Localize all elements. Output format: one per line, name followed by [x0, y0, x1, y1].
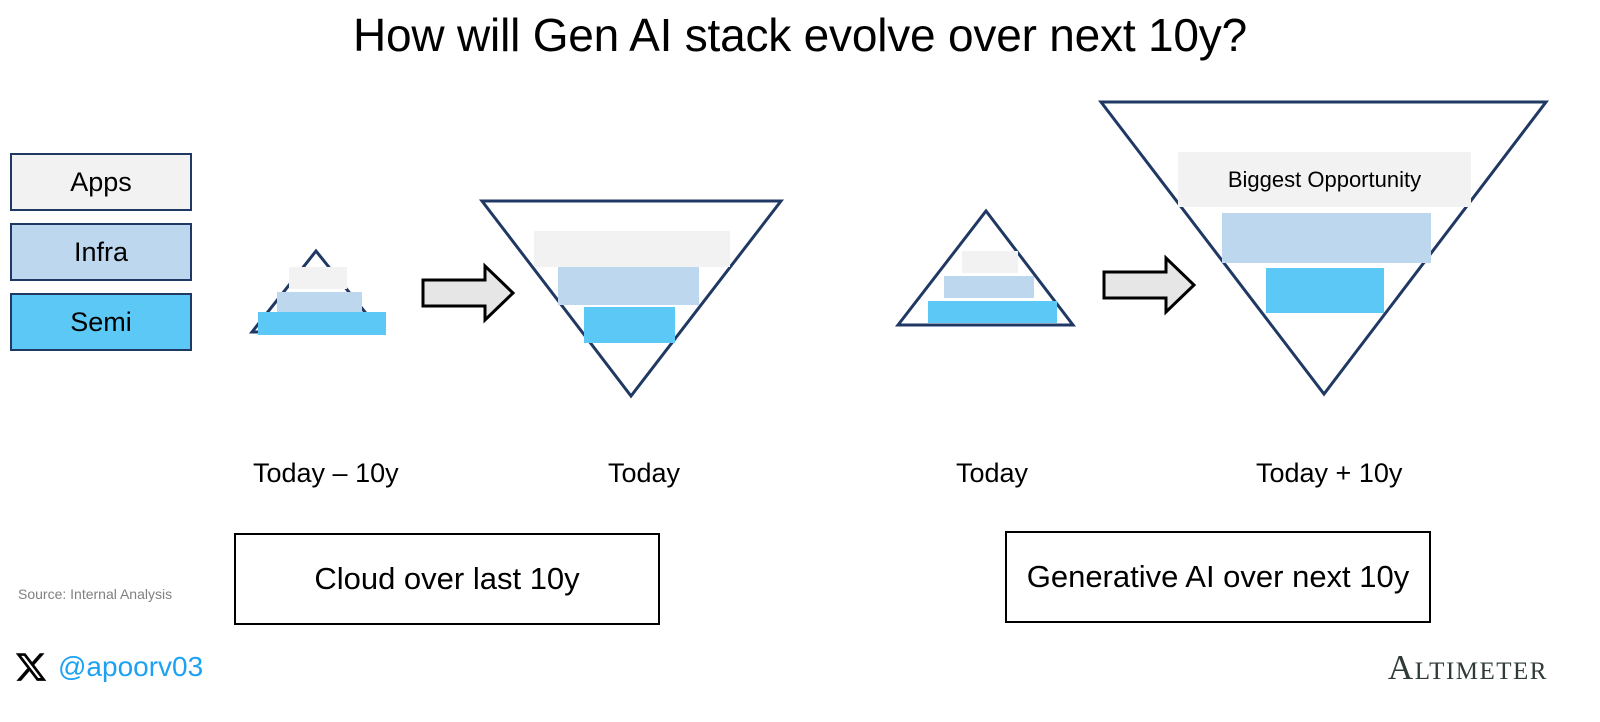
inverted-pyramid-today-plus-10y [1097, 100, 1550, 397]
caption-today-left: Today [608, 458, 681, 488]
caption-today-right: Today [956, 458, 1029, 488]
legend-item-apps: Apps [10, 153, 192, 211]
brand-logo: Altimeter [1387, 648, 1548, 687]
bar-apps-today-right [962, 251, 1018, 273]
bar-semi-today-left [584, 307, 675, 343]
bar-infra-today-right [944, 276, 1034, 298]
bar-apps-today-plus-10y: Biggest Opportunity [1178, 152, 1471, 207]
bar-infra-today-plus-10y [1222, 213, 1431, 263]
summary-box-cloud: Cloud over last 10y [234, 533, 660, 625]
bar-semi-today-minus-10y [258, 312, 386, 335]
x-logo-icon [15, 653, 47, 681]
biggest-opportunity-label: Biggest Opportunity [1227, 166, 1422, 192]
legend-item-semi: Semi [10, 293, 192, 351]
inverted-pyramid-today-left [478, 199, 785, 399]
bar-semi-today-right [928, 301, 1057, 323]
caption-today-minus-10y: Today – 10y [253, 458, 399, 488]
page-title: How will Gen AI stack evolve over next 1… [353, 9, 1247, 61]
bar-semi-today-plus-10y [1266, 268, 1384, 313]
bar-apps-today-left [534, 231, 730, 267]
bar-infra-today-left [558, 267, 699, 305]
legend-label-apps: Apps [70, 166, 132, 197]
legend-item-infra: Infra [10, 223, 192, 281]
caption-today-plus-10y: Today + 10y [1256, 458, 1403, 488]
footer-handle[interactable]: @apoorv03 [14, 650, 203, 684]
source-note: Source: Internal Analysis [18, 586, 173, 602]
bar-infra-today-minus-10y [277, 292, 362, 314]
arrow-right-icon-1 [421, 262, 516, 324]
legend-label-semi: Semi [70, 306, 132, 337]
legend-label-infra: Infra [73, 236, 129, 267]
footer-handle-text[interactable]: @apoorv03 [58, 651, 204, 682]
legend: Apps Infra Semi [10, 153, 192, 363]
summary-box-genai: Generative AI over next 10y [1005, 531, 1431, 623]
pyramid-today-right [894, 208, 1077, 327]
bar-apps-today-minus-10y [289, 267, 347, 289]
arrow-right-icon-2 [1102, 254, 1197, 316]
